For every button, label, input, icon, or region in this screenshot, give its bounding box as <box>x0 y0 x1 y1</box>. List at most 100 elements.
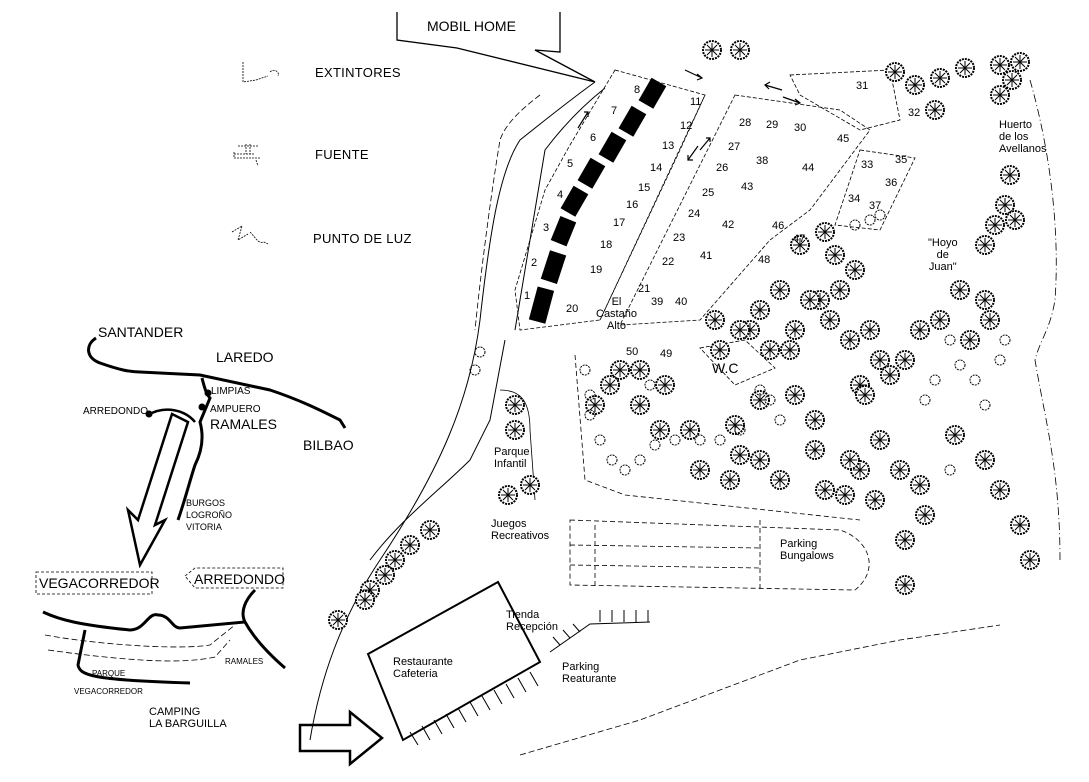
tree-icon-branches <box>963 333 977 347</box>
tree-icon-branches <box>948 428 962 442</box>
tree-icon-branches <box>1003 168 1017 182</box>
tree-icon-branches <box>933 71 947 85</box>
plot-24: 24 <box>688 208 701 220</box>
shrub-icon <box>944 464 956 476</box>
tree-icon-branches <box>853 463 867 477</box>
tree-icon-branches <box>693 463 707 477</box>
tree-icon-branches <box>898 533 912 547</box>
tree-icon-branches <box>893 463 907 477</box>
tree-icon-branches <box>833 283 847 297</box>
tree-icon-branches <box>868 493 882 507</box>
plot-23: 23 <box>673 232 686 244</box>
mobil-home-unit <box>550 215 577 247</box>
parking-restaurante-ticks <box>549 610 651 653</box>
parking-bungalows-outline <box>569 519 870 591</box>
tree-icon-branches <box>388 553 402 567</box>
traffic-arrow-icon <box>684 69 704 81</box>
tree-icon-branches <box>888 65 902 79</box>
tree-icon-branches <box>783 343 797 357</box>
light-point-icon <box>231 225 269 245</box>
plot-27: 27 <box>728 141 741 153</box>
traffic-arrow-icon <box>764 81 783 91</box>
tree-icon-branches <box>913 323 927 337</box>
plot-33: 33 <box>861 159 874 171</box>
plot-2: 2 <box>531 257 538 269</box>
tree-icon-branches <box>658 378 672 392</box>
plot-50: 50 <box>626 346 639 358</box>
arredondo-sign-box <box>184 567 284 589</box>
local-vegacorredor: VEGACORREDOR <box>74 687 143 696</box>
plot-18: 18 <box>600 239 613 251</box>
plot-44: 44 <box>802 162 815 174</box>
plot-49: 49 <box>660 348 673 360</box>
tree-icon-branches <box>928 103 942 117</box>
shrub-icon <box>979 399 991 411</box>
plot-5: 5 <box>567 158 574 170</box>
sign-vegacorredor: VEGACORREDOR <box>39 575 160 591</box>
tree-icon-branches <box>918 508 932 522</box>
tree-icon-branches <box>978 238 992 252</box>
area-castano-alto: El Castaño Alto <box>596 296 637 332</box>
tree-icon-branches <box>753 453 767 467</box>
parking-restaurante-lower <box>519 624 1001 756</box>
sign-arredondo: ARREDONDO <box>194 571 286 587</box>
traffic-arrow-icon <box>687 145 699 161</box>
plot-14: 14 <box>650 162 663 174</box>
tree-icon-branches <box>993 483 1007 497</box>
mobil-home-unit <box>528 286 555 324</box>
tree-icon-branches <box>843 333 857 347</box>
area-restaurante-cafeteria: Restaurante Cafeteria <box>393 656 453 680</box>
wc-building <box>699 339 776 386</box>
tree-icon-branches <box>978 293 992 307</box>
legend-label-extintores: EXTINTORES <box>315 65 401 80</box>
tree-icon-branches <box>883 368 897 382</box>
tree-icon-branches <box>723 473 737 487</box>
tree-icon-branches <box>843 453 857 467</box>
restaurante-building <box>366 580 542 742</box>
main-road-outer <box>309 81 596 741</box>
mobil-home-unit <box>540 250 567 285</box>
tree-icon-branches <box>1023 553 1037 567</box>
tree-icon-branches <box>823 313 837 327</box>
tree-icon-branches <box>423 523 437 537</box>
mobil-home-unit <box>577 157 606 189</box>
shrub-icon <box>594 434 606 446</box>
road-edge-dashed <box>474 94 541 331</box>
area-juegos-recreativos: Juegos Recreativos <box>491 518 550 542</box>
traffic-arrow-icon <box>699 137 711 151</box>
tree-icon-branches <box>898 353 912 367</box>
tree-icon-branches <box>773 473 787 487</box>
legend-label-punto-de-luz: PUNTO DE LUZ <box>313 231 412 246</box>
plot-31-32-outline <box>789 69 901 131</box>
plot-39: 39 <box>651 296 664 308</box>
route-arredondo: ARREDONDO <box>83 406 149 417</box>
shrub-icon <box>954 359 966 371</box>
tree-icon-branches <box>363 583 377 597</box>
shrub-icon <box>469 364 481 376</box>
central-block-outline <box>619 94 871 326</box>
shrub-icon <box>999 334 1011 346</box>
plot-35: 35 <box>895 154 908 166</box>
extinguisher-icon <box>242 62 279 83</box>
tree-icon-branches <box>653 423 667 437</box>
traffic-arrow-icon <box>782 96 802 106</box>
tree-icon-branches <box>858 388 872 402</box>
plot-1: 1 <box>524 290 531 302</box>
plot-26: 26 <box>716 162 729 174</box>
route-santander: SANTANDER <box>98 324 184 340</box>
plot-42: 42 <box>722 219 735 231</box>
shrub-icon <box>644 379 656 391</box>
shrub-icon <box>634 454 646 466</box>
area-tienda-recepcion: Tienda Recepción <box>506 609 558 633</box>
plot-31: 31 <box>856 80 869 92</box>
tree-icon-branches <box>1013 518 1027 532</box>
plot-4: 4 <box>557 189 564 201</box>
shrub-icon <box>649 439 661 451</box>
tree-layer <box>328 40 1040 630</box>
tree-icon-branches <box>523 478 537 492</box>
tree-icon-branches <box>508 423 522 437</box>
tree-icon-branches <box>358 593 372 607</box>
plots-11-20-outline <box>599 94 706 321</box>
mobil-home-label: MOBIL HOME <box>427 18 516 34</box>
plot-12: 12 <box>680 120 693 132</box>
